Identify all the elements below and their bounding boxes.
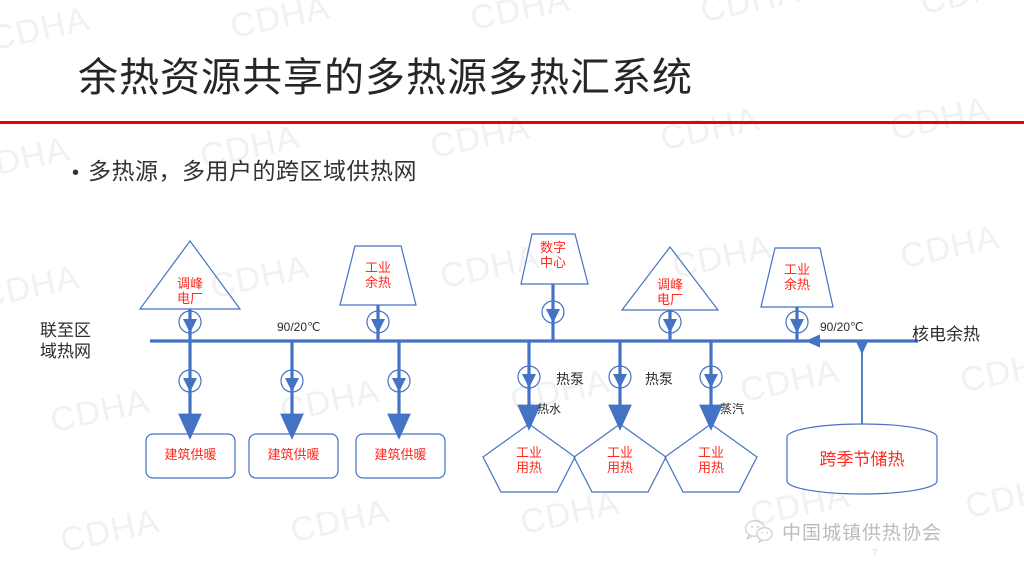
footer-text: 中国城镇供热协会 — [782, 523, 943, 544]
branch-industrial-heat-1 — [482, 341, 576, 493]
footer: 中国城镇供热协会 — [744, 518, 942, 545]
bullet-marker-icon: • — [72, 162, 80, 184]
branch-building-heating-2 — [248, 341, 339, 479]
wechat-icon — [744, 520, 773, 543]
branch-building-heating-1 — [145, 341, 236, 479]
branch-industrial-heat-3 — [664, 341, 758, 493]
source-industrial-waste-heat-1 — [339, 245, 417, 341]
title-divider — [0, 121, 1024, 124]
seasonal-thermal-storage — [786, 339, 938, 495]
branch-industrial-heat-2 — [573, 341, 667, 493]
source-data-center — [520, 233, 589, 341]
source-peak-shaving-power-plant-1 — [138, 239, 242, 341]
source-peak-shaving-power-plant-2 — [620, 246, 720, 341]
bullet-text: 多热源，多用户的跨区域供热网 — [88, 158, 418, 184]
bullet-item: • 多热源，多用户的跨区域供热网 — [72, 152, 417, 186]
source-industrial-waste-heat-2 — [760, 247, 834, 341]
page-number: 7 — [872, 548, 878, 559]
branch-building-heating-3 — [355, 341, 446, 479]
page-title: 余热资源共享的多热源多热汇系统 — [78, 56, 693, 100]
